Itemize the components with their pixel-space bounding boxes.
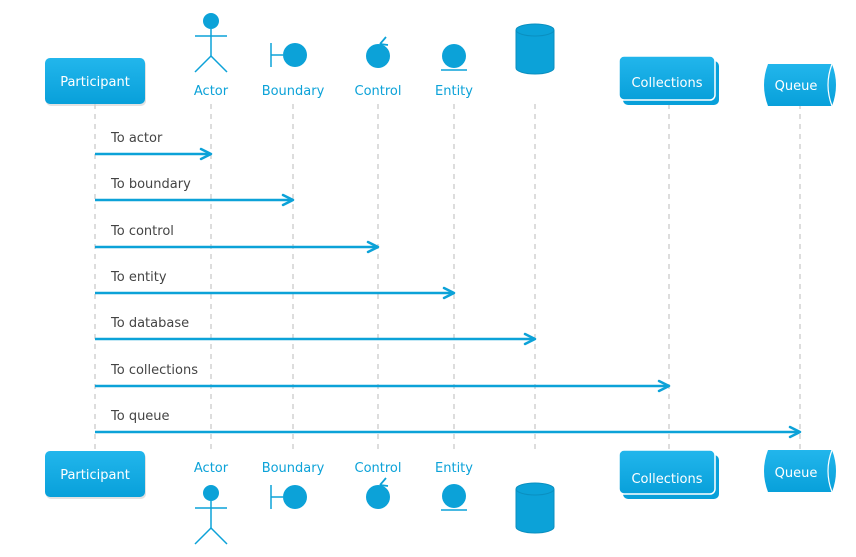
entity-label: Entity — [435, 461, 473, 476]
actor-icon — [194, 485, 228, 545]
arrowhead-icon — [199, 147, 213, 161]
collections-label: Collections — [631, 76, 702, 91]
participant-queue-bottom[interactable]: Queue — [764, 449, 836, 493]
control-label: Control — [355, 84, 402, 99]
participant-database-bottom[interactable] — [515, 482, 555, 534]
queue-box — [764, 64, 836, 106]
database-icon — [515, 482, 555, 534]
participant-control-top[interactable]: Control — [355, 36, 402, 99]
message-boundary[interactable]: To boundary — [95, 177, 295, 207]
participant-actor-top[interactable]: Actor — [194, 13, 229, 99]
actor-label: Actor — [194, 84, 229, 99]
message-actor[interactable]: To actor — [95, 131, 213, 161]
control-icon — [366, 477, 390, 509]
participant-entity-top[interactable]: Entity — [435, 44, 473, 99]
queue-label: Queue — [775, 466, 818, 481]
actor-icon — [194, 13, 228, 73]
participant-participant-bottom[interactable]: Participant — [45, 451, 146, 499]
boundary-label: Boundary — [262, 84, 325, 99]
participant-collections-top[interactable]: Collections — [618, 55, 719, 105]
boundary-icon — [270, 43, 307, 67]
arrowhead-icon — [523, 332, 537, 346]
queue-label: Queue — [775, 79, 818, 94]
message-label: To boundary — [110, 177, 191, 192]
message-label: To actor — [110, 131, 163, 146]
message-control[interactable]: To control — [95, 224, 380, 254]
boundary-icon — [270, 485, 307, 509]
control-label: Control — [355, 461, 402, 476]
collections-front-box — [618, 449, 716, 495]
entity-icon — [441, 484, 467, 511]
participant-entity-bottom[interactable]: Entity — [435, 461, 473, 511]
message-label: To control — [110, 224, 174, 239]
message-database[interactable]: To database — [95, 316, 537, 346]
message-label: To entity — [110, 270, 167, 285]
participant-collections-bottom[interactable]: Collections — [618, 449, 719, 499]
participant-participant-top[interactable]: Participant — [45, 58, 146, 106]
participant-box — [45, 58, 145, 104]
participant-label: Participant — [60, 75, 130, 90]
arrowhead-icon — [366, 240, 380, 254]
participant-database-top[interactable] — [515, 23, 555, 75]
participant-boundary-bottom[interactable]: Boundary — [262, 461, 325, 509]
message-label: To collections — [110, 363, 198, 378]
entity-icon — [441, 44, 467, 71]
participant-actor-bottom[interactable]: Actor — [194, 461, 229, 545]
participant-boundary-top[interactable]: Boundary — [262, 43, 325, 99]
arrowhead-icon — [442, 286, 456, 300]
message-label: To queue — [110, 409, 170, 424]
arrowhead-icon — [657, 379, 671, 393]
message-collections[interactable]: To collections — [95, 363, 671, 393]
database-icon — [515, 23, 555, 75]
collections-front-box — [618, 55, 716, 101]
message-label: To database — [110, 316, 189, 331]
participant-label: Participant — [60, 468, 130, 483]
entity-label: Entity — [435, 84, 473, 99]
message-entity[interactable]: To entity — [95, 270, 456, 300]
queue-box — [764, 450, 836, 492]
actor-label: Actor — [194, 461, 229, 476]
collections-label: Collections — [631, 472, 702, 487]
participant-box — [45, 451, 145, 497]
message-queue[interactable]: To queue — [95, 409, 802, 439]
participant-control-bottom[interactable]: Control — [355, 461, 402, 509]
arrowhead-icon — [788, 425, 802, 439]
arrowhead-icon — [281, 193, 295, 207]
control-icon — [366, 36, 390, 68]
participant-queue-top[interactable]: Queue — [764, 63, 836, 107]
boundary-label: Boundary — [262, 461, 325, 476]
